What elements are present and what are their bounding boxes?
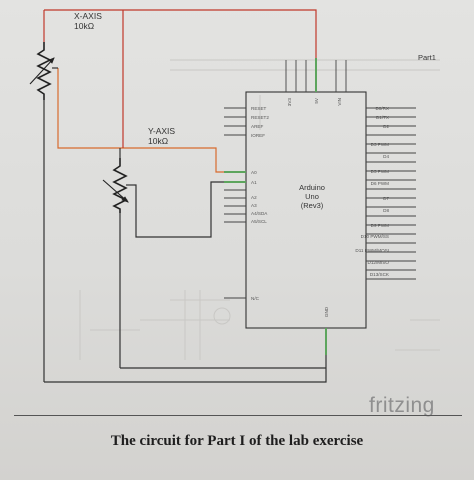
pin-label-vin: VIN [337, 98, 342, 106]
pin-label-d10: D10 PWM/SS [361, 234, 389, 239]
x-axis-label: X-AXIS [74, 11, 102, 21]
fritzing-logo: fritzing [369, 394, 435, 417]
pin-label-d6: D6 PWM [371, 181, 390, 186]
pin-label-d8: D8 [383, 208, 389, 213]
wire-ground [44, 355, 327, 383]
pin-label-a0: A0 [251, 170, 257, 175]
pin-label-d4: D4 [383, 154, 389, 159]
caption-divider [14, 415, 462, 416]
wire-x-wiper [57, 68, 246, 173]
pin-label-d11: D11 PWM/MOSI [355, 248, 389, 253]
pin-label-a3: A3 [251, 203, 257, 208]
pin-label-d12: D12/MISO [368, 260, 390, 265]
pin-label-d9: D9 PWM [371, 223, 390, 228]
board-name-line2: Uno [305, 192, 319, 201]
pin-label-reset: RESET [251, 106, 267, 111]
wire-y-wiper [134, 181, 246, 238]
pin-label-d3: D3 PWM [371, 142, 390, 147]
y-axis-value: 10kΩ [148, 136, 168, 146]
x-axis-value: 10kΩ [74, 21, 94, 31]
pin-label-a2: A2 [251, 195, 257, 200]
pin-label-d5: D5 PWM [371, 169, 390, 174]
pin-label-d13: D13/SCK [370, 272, 390, 277]
top-pin-leads [285, 60, 347, 92]
pin-label-d0: D0/RX [375, 106, 389, 111]
pin-label-nc: N/C [251, 296, 260, 301]
board-name-line3: (Rev3) [301, 201, 324, 210]
figure-caption: The circuit for Part I of the lab exerci… [110, 433, 364, 449]
pin-label-gnd: GND [324, 306, 329, 317]
pin-label-ioref: IOREF [251, 133, 265, 138]
y-axis-label: Y-AXIS [148, 126, 175, 136]
arduino-board: 3V3 5V VIN GND RESET RESET2 AREF IOREF A… [224, 58, 416, 355]
potentiometer-y [102, 158, 134, 213]
pin-label-reset2: RESET2 [251, 115, 269, 120]
right-pin-leads [366, 107, 416, 280]
pin-label-a4: A4/SDA [251, 211, 268, 216]
potentiometer-x [29, 42, 58, 100]
pin-label-3v3: 3V3 [287, 98, 292, 107]
pin-label-d1: D1/TX [376, 115, 389, 120]
pin-label-5v: 5V [314, 97, 319, 104]
pin-label-a1: A1 [251, 180, 257, 185]
board-name-line1: Arduino [299, 183, 325, 192]
wire-5v [44, 9, 317, 58]
left-pin-leads [224, 107, 246, 299]
part-label: Part1 [418, 53, 436, 62]
pin-label-d2: D2 [383, 124, 389, 129]
pin-label-a5: A5/SCL [251, 219, 267, 224]
pin-label-d7: D7 [383, 196, 389, 201]
pin-label-aref: AREF [251, 124, 263, 129]
faint-background-traces [79, 59, 440, 360]
